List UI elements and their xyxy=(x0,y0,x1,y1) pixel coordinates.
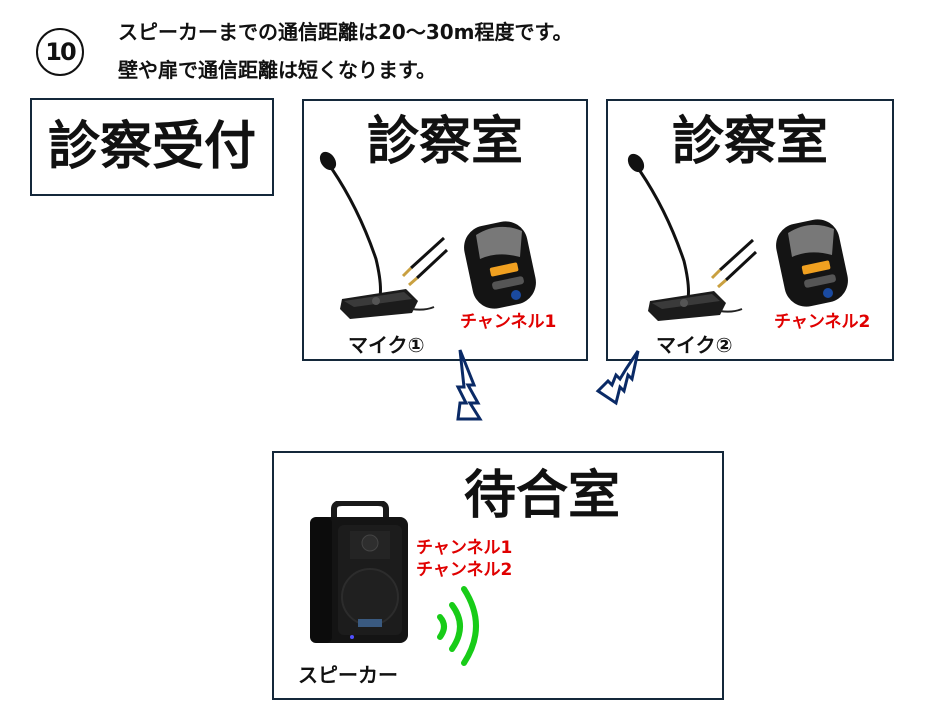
speaker-label: スピーカー xyxy=(298,663,398,687)
room-title: 診察室 xyxy=(671,112,828,172)
sound-wave-icon xyxy=(437,586,479,666)
room-title: 診察室 xyxy=(366,112,523,172)
gooseneck-microphone-icon xyxy=(627,153,743,321)
room-waiting: 待合室 チャンネル1 チャンネル2 スピーカー xyxy=(272,451,724,700)
channel-label: チャンネル2 xyxy=(774,312,871,332)
channel-label: チャンネル1 xyxy=(416,538,513,558)
room-exam-1: 診察室 マイク① チャンネル1 xyxy=(302,99,588,361)
room-title: 診察受付 xyxy=(47,117,256,177)
wireless-signal-bolt-icon xyxy=(455,349,483,421)
microphone-label: マイク① xyxy=(348,333,425,357)
portable-speaker-icon xyxy=(310,501,408,643)
channel-label: チャンネル1 xyxy=(460,312,557,332)
audio-cable-icon xyxy=(401,236,449,286)
gooseneck-microphone-icon xyxy=(319,151,435,319)
audio-cable-icon xyxy=(710,238,758,288)
room-reception: 診察受付 xyxy=(30,98,274,196)
step-number: 10 xyxy=(45,38,76,66)
wireless-transmitter-icon xyxy=(464,221,536,309)
wireless-transmitter-icon xyxy=(776,219,848,307)
room-title: 待合室 xyxy=(464,466,621,526)
channel-label: チャンネル2 xyxy=(416,560,513,580)
room-exam-2: 診察室 マイク② チャンネル2 xyxy=(606,99,894,361)
microphone-label: マイク② xyxy=(656,333,733,357)
step-number-badge: 10 xyxy=(36,28,84,76)
note-distance: スピーカーまでの通信距離は20～30m程度です。 xyxy=(118,20,573,44)
wireless-signal-bolt-icon xyxy=(595,350,640,406)
note-obstacles: 壁や扉で通信距離は短くなります。 xyxy=(118,58,436,82)
